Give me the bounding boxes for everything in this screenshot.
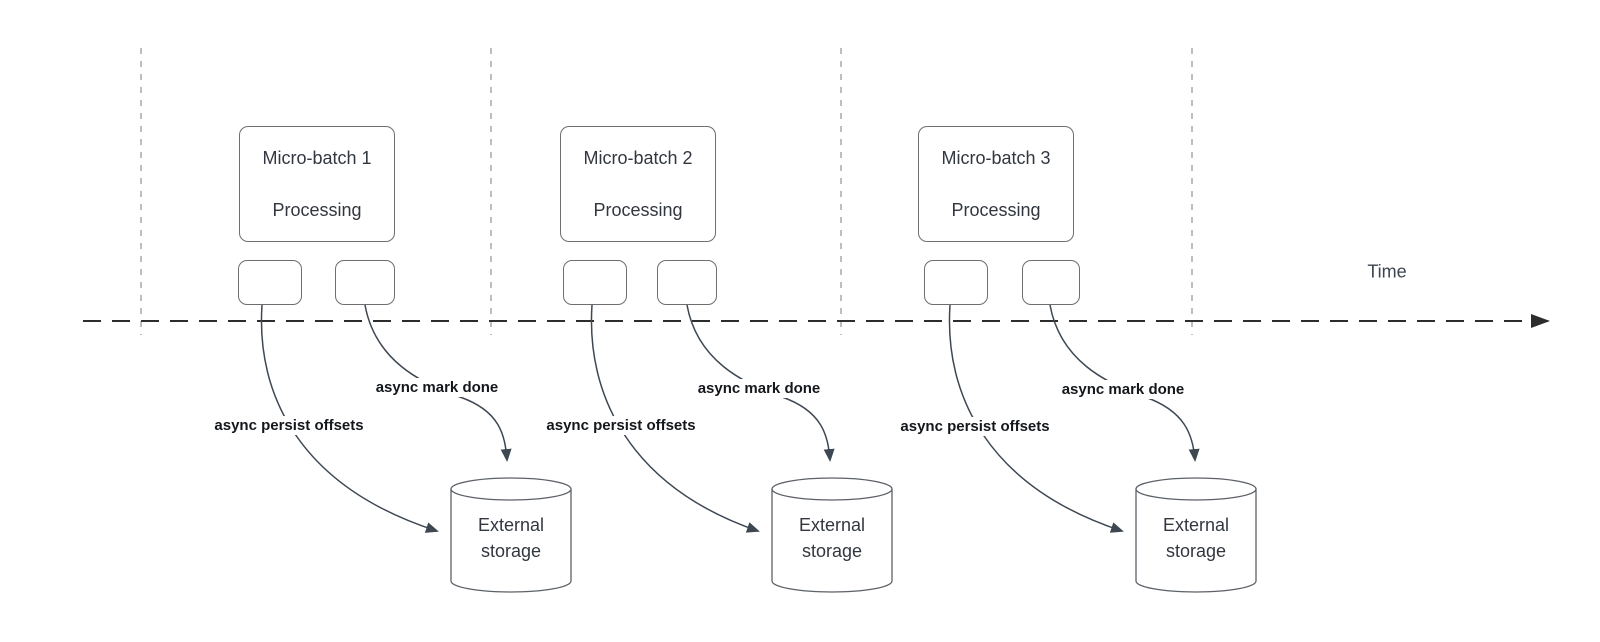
micro-batch-2-label-line2: Processing [593,200,683,220]
persist-offsets-task-box-2 [563,260,627,305]
external-storage-cylinders [450,477,1257,593]
persist-offsets-task-box-3 [924,260,988,305]
persist-offsets-label-2: async persist offsets [543,416,699,435]
external-storage-label-3-line2: storage [1165,541,1227,561]
external-storage-label-3: External storage [1136,496,1256,580]
async-connectors [260,304,1200,533]
external-storage-label-3-line1: External [1162,515,1230,535]
micro-batch-3-label-line2: Processing [951,200,1041,220]
micro-batch-3-label-line1: Micro-batch 3 [941,148,1051,168]
persist-offsets-label-3: async persist offsets [897,417,1053,436]
external-storage-cylinder-2 [771,477,893,593]
persist-offsets-arrow-2 [590,304,760,533]
mark-done-task-box-1 [335,260,395,305]
mark-done-task-box-3 [1022,260,1080,305]
mark-done-task-box-2 [657,260,717,305]
micro-batch-3-box: Micro-batch 3 Processing [918,126,1074,242]
micro-batch-1-label-line2: Processing [272,200,362,220]
persist-offsets-task-box-1 [238,260,302,305]
time-label: Time [1367,261,1407,282]
micro-batch-2-box: Micro-batch 2 Processing [560,126,716,242]
external-storage-label-2-line2: storage [801,541,863,561]
external-storage-label-1-line2: storage [480,541,542,561]
external-storage-cylinder-3 [1135,477,1257,593]
external-storage-label-1: External storage [451,496,571,580]
micro-batch-2-label-line1: Micro-batch 2 [583,148,693,168]
external-storage-cylinder-1 [450,477,572,593]
timeline-guides [140,48,1193,335]
persist-offsets-label-1: async persist offsets [211,416,367,435]
external-storage-label-1-line1: External [477,515,545,535]
persist-offsets-arrow-1 [260,304,439,533]
mark-done-label-1: async mark done [372,378,502,397]
mark-done-label-2: async mark done [694,379,824,398]
mark-done-label-3: async mark done [1058,380,1188,399]
external-storage-label-2: External storage [772,496,892,580]
micro-batch-1-label-line1: Micro-batch 1 [262,148,372,168]
external-storage-label-2-line1: External [798,515,866,535]
micro-batch-1-box: Micro-batch 1 Processing [239,126,395,242]
